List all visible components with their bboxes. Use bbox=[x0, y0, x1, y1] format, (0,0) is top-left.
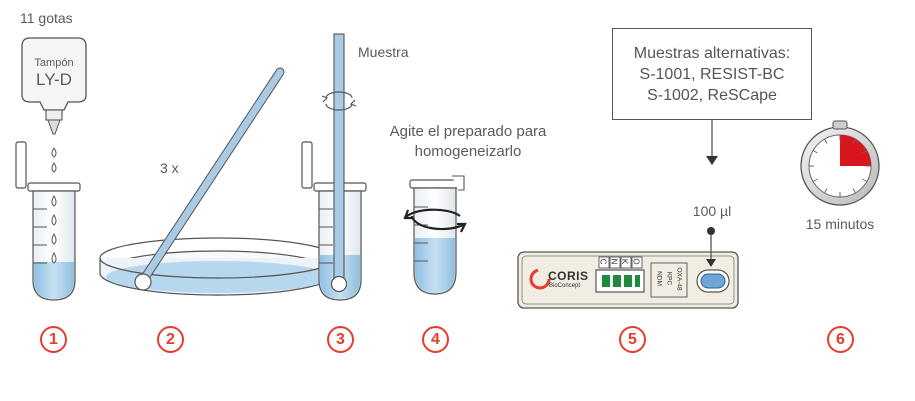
step6-timer-illustration bbox=[800, 120, 880, 206]
tube-graduations bbox=[319, 208, 333, 264]
step1-tube-illustration bbox=[15, 37, 87, 301]
window-letter-k: K bbox=[620, 258, 630, 265]
step3-tube-illustration bbox=[301, 33, 367, 301]
timer-tick bbox=[852, 138, 856, 144]
result-lines bbox=[602, 275, 640, 287]
step-number-1: 1 bbox=[40, 326, 67, 353]
petri-dish-liquid bbox=[106, 261, 330, 293]
timer-ticks bbox=[809, 135, 871, 197]
timer-tick bbox=[862, 178, 868, 182]
shake-instruction-line2: homogeneizarlo bbox=[414, 143, 522, 160]
bottle-nozzle bbox=[45, 109, 63, 121]
timer-tick bbox=[862, 150, 868, 154]
swab-tip bbox=[134, 273, 152, 291]
cassette-brand-sub: BioConcept bbox=[549, 283, 581, 289]
tube-cap-hinge bbox=[15, 141, 27, 189]
volume-pointer-dot bbox=[707, 227, 715, 235]
tube-cap-hinge bbox=[409, 179, 461, 189]
time-label: 15 minutos bbox=[805, 216, 875, 232]
tube-cap-hinge bbox=[301, 141, 313, 189]
step4-tube-illustration bbox=[403, 175, 467, 295]
target-oxa48: OXA-48 bbox=[675, 267, 683, 291]
target-kpc: KPC bbox=[665, 271, 673, 286]
volume-pointer-arrowhead bbox=[706, 259, 716, 267]
window-letter-o: O bbox=[631, 258, 641, 265]
target-ndm: NDM bbox=[655, 271, 663, 286]
timer-button bbox=[832, 120, 848, 130]
targets-panel bbox=[650, 262, 688, 298]
step2-petri-illustration bbox=[99, 67, 337, 296]
rotate-arrow-icon bbox=[321, 91, 357, 111]
drops-in-tube bbox=[51, 194, 57, 264]
tube-rim bbox=[27, 182, 81, 192]
tube-liquid bbox=[415, 238, 455, 293]
alt-samples-line: Muestras alternativas: bbox=[633, 44, 791, 62]
drops-label: 11 gotas bbox=[20, 10, 73, 26]
step-number-5: 5 bbox=[619, 326, 646, 353]
bottle-name-label: LY-D bbox=[36, 70, 72, 89]
cassette-brand: CORIS bbox=[548, 269, 589, 283]
step-number-3: 3 bbox=[327, 326, 354, 353]
swab-stick bbox=[333, 33, 345, 281]
window-letter-n: N bbox=[609, 258, 619, 265]
timer-tick bbox=[812, 178, 818, 182]
timer-tick bbox=[812, 150, 818, 154]
shake-arrow-icon bbox=[403, 208, 467, 233]
buffer-bottle bbox=[21, 37, 87, 111]
timer-tick bbox=[824, 188, 828, 194]
alt-samples-line: S-1002, ReSCape bbox=[647, 86, 777, 104]
alt-samples-line: S-1001, RESIST-BC bbox=[639, 65, 785, 83]
step5-cassette-illustration bbox=[517, 120, 739, 309]
cassette-inner-border bbox=[521, 255, 735, 305]
swab-tip bbox=[330, 275, 348, 293]
swab-stick-fill bbox=[142, 68, 284, 280]
tube-graduations bbox=[33, 208, 47, 264]
sample-label: Muestra bbox=[358, 44, 409, 60]
window-letter-c: C bbox=[598, 258, 608, 265]
shake-instruction-line1: Agite el preparado para bbox=[389, 123, 547, 140]
window-letter-boxes bbox=[598, 256, 643, 269]
falling-drops bbox=[51, 147, 57, 173]
volume-label: 100 µl bbox=[692, 203, 732, 219]
sample-well-inner bbox=[700, 273, 726, 289]
step-number-4: 4 bbox=[422, 326, 449, 353]
timer-elapsed-sector bbox=[840, 135, 871, 166]
repeat-label: 3 x bbox=[160, 160, 179, 176]
alt-samples-arrowhead bbox=[706, 156, 718, 165]
bottle-tip bbox=[47, 119, 61, 135]
step-number-6: 6 bbox=[827, 326, 854, 353]
coris-logo bbox=[529, 268, 551, 290]
alternative-samples-box: Muestras alternativas: S-1001, RESIST-BC… bbox=[612, 28, 812, 120]
step-number-2: 2 bbox=[157, 326, 184, 353]
tube-liquid bbox=[34, 262, 74, 299]
tube-cap-tab bbox=[452, 175, 465, 191]
timer-tick bbox=[824, 138, 828, 144]
timer-tick bbox=[852, 188, 856, 194]
bottle-brand-label: Tampón bbox=[34, 57, 74, 69]
